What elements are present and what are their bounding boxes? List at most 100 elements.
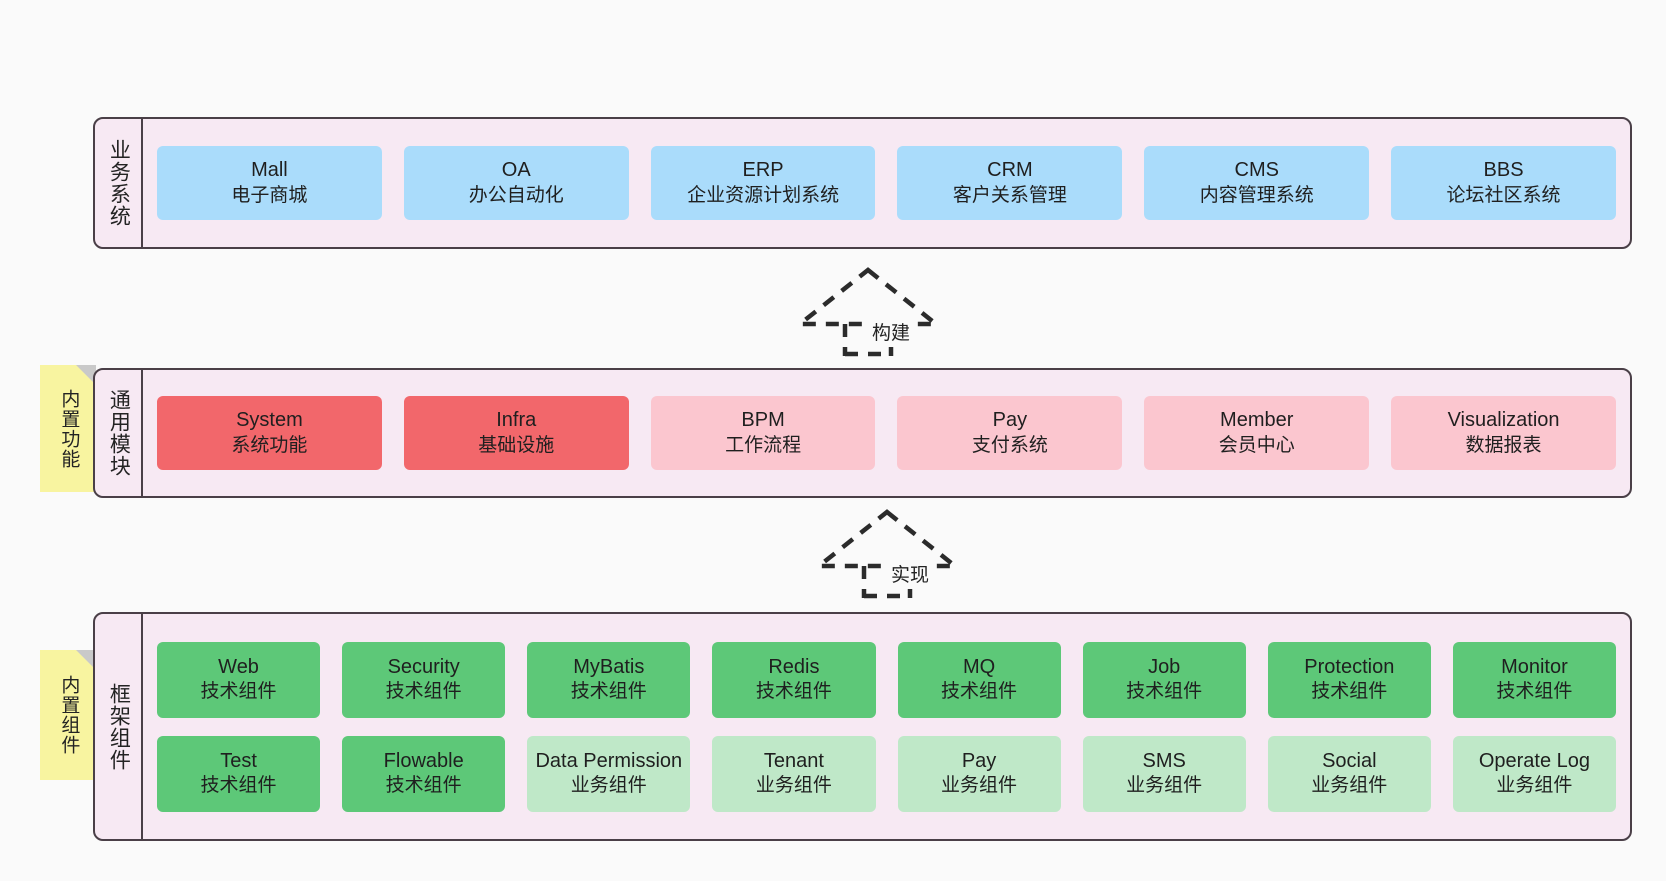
module-card-subtitle: 技术组件	[200, 775, 277, 797]
module-card-title: SMS	[1142, 749, 1186, 772]
module-card-subtitle: 工作流程	[725, 434, 802, 456]
module-card-title: ERP	[742, 159, 784, 182]
module-card-subtitle: 基础设施	[478, 434, 555, 456]
module-card-title: Monitor	[1501, 655, 1568, 678]
module-card-mybatis[interactable]: MyBatis 技术组件	[527, 641, 691, 718]
module-card-title: Security	[387, 655, 460, 678]
module-card-subtitle: 技术组件	[941, 681, 1018, 703]
module-card-subtitle: 数据报表	[1465, 434, 1542, 456]
module-card-subtitle: 业务组件	[755, 775, 832, 797]
module-card-title: Test	[220, 749, 257, 772]
builtin-function-note-label: 内置功能	[58, 388, 80, 469]
module-card-subtitle: 技术组件	[1496, 681, 1573, 703]
module-card-sms[interactable]: SMS 业务组件	[1082, 735, 1246, 812]
module-card-pay[interactable]: Pay 业务组件	[897, 735, 1061, 812]
layer-title-common-module: 通用模块	[95, 370, 143, 496]
module-card-title: Pay	[992, 409, 1028, 432]
layer-title-framework-component: 框架组件	[95, 614, 143, 839]
module-card-title: MQ	[962, 655, 996, 678]
module-card-title: OA	[501, 159, 531, 182]
build-arrow-label: 构建	[869, 318, 914, 345]
module-card-title: Pay	[961, 749, 997, 772]
module-card-subtitle: 技术组件	[385, 775, 462, 797]
module-card-subtitle: 内容管理系统	[1199, 184, 1314, 206]
module-card-subtitle: 业务组件	[1126, 775, 1203, 797]
module-card-subtitle: 系统功能	[231, 434, 308, 456]
module-card-subtitle: 客户关系管理	[952, 184, 1067, 206]
note-fold-corner-icon	[76, 650, 96, 670]
module-card-subtitle: 技术组件	[200, 681, 277, 703]
module-card-subtitle: 技术组件	[1126, 681, 1203, 703]
module-card-web[interactable]: Web 技术组件	[157, 641, 321, 718]
module-card-title: System	[236, 409, 303, 432]
module-card-title: MyBatis	[573, 655, 645, 678]
module-card-test[interactable]: Test 技术组件	[157, 735, 321, 812]
module-card-flowable[interactable]: Flowable 技术组件	[342, 735, 506, 812]
module-card-title: Redis	[768, 655, 820, 678]
module-card-subtitle: 业务组件	[1311, 775, 1388, 797]
module-card-title: Protection	[1304, 655, 1395, 678]
module-card-operate-log[interactable]: Operate Log 业务组件	[1452, 735, 1616, 812]
module-card-subtitle: 技术组件	[1311, 681, 1388, 703]
module-card-subtitle: 技术组件	[570, 681, 647, 703]
module-card-title: BBS	[1483, 159, 1524, 182]
module-card-title: CRM	[987, 159, 1033, 182]
module-card-title: Operate Log	[1478, 749, 1591, 772]
implement-arrow: 实现	[812, 508, 962, 599]
module-card-title: Member	[1220, 409, 1294, 432]
implement-arrow-label: 实现	[888, 560, 933, 587]
module-card-subtitle: 技术组件	[755, 681, 832, 703]
module-card-subtitle: 办公自动化	[468, 184, 564, 206]
build-arrow: 构建	[793, 266, 943, 357]
module-card-mq[interactable]: MQ 技术组件	[897, 641, 1061, 718]
module-card-protection[interactable]: Protection 技术组件	[1267, 641, 1431, 718]
module-card-title: Flowable	[383, 749, 464, 772]
module-card-subtitle: 业务组件	[1496, 775, 1573, 797]
module-card-subtitle: 企业资源计划系统	[687, 184, 840, 206]
builtin-component-note-label: 内置组件	[58, 675, 80, 755]
module-card-subtitle: 技术组件	[385, 681, 462, 703]
module-card-subtitle: 业务组件	[941, 775, 1018, 797]
module-card-monitor[interactable]: Monitor 技术组件	[1452, 641, 1616, 718]
module-card-title: Infra	[496, 409, 537, 432]
module-card-social[interactable]: Social 业务组件	[1267, 735, 1431, 812]
module-card-title: CMS	[1234, 159, 1279, 182]
module-card-security[interactable]: Security 技术组件	[342, 641, 506, 718]
module-card-title: Mall	[251, 159, 288, 182]
module-card-title: Visualization	[1447, 409, 1560, 432]
module-card-title: BPM	[741, 409, 785, 432]
module-card-subtitle: 论坛社区系统	[1446, 184, 1561, 206]
module-card-title: Social	[1322, 749, 1377, 772]
module-card-redis[interactable]: Redis 技术组件	[712, 641, 876, 718]
module-card-data-permission[interactable]: Data Permission 业务组件	[527, 735, 691, 812]
module-card-title: Web	[218, 655, 259, 678]
module-card-title: Data Permission	[535, 749, 683, 772]
module-card-subtitle: 支付系统	[971, 434, 1048, 456]
builtin-component-note: 内置组件	[40, 650, 96, 780]
note-fold-corner-icon	[76, 365, 96, 385]
module-card-subtitle: 业务组件	[570, 775, 647, 797]
